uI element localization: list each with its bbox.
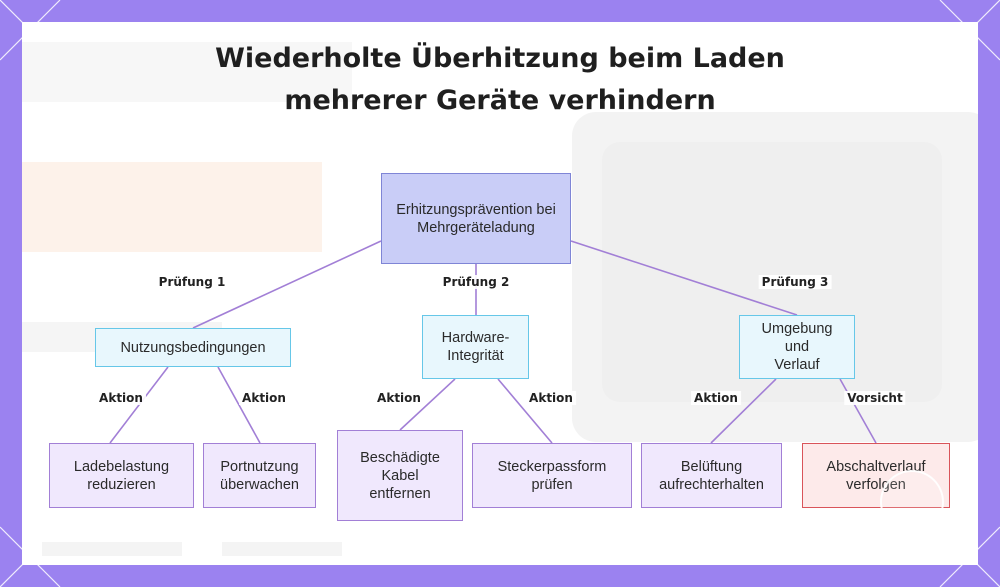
edge-environment-shutdown xyxy=(839,378,877,444)
edge-environment-airflow xyxy=(710,378,777,444)
edge-usage-load xyxy=(109,366,169,444)
ports-node: Portnutzung überwachen xyxy=(203,443,316,508)
edge-root-environment xyxy=(570,240,798,316)
hardware-node-label: Hardware-Integrität xyxy=(441,330,510,364)
edge-label-usage-ports: Aktion xyxy=(239,391,289,405)
diagram-title: Wiederholte Überhitzung beim Laden mehre… xyxy=(0,38,1000,122)
load-node: Ladebelastung reduzieren xyxy=(49,443,194,508)
edge-usage-ports xyxy=(217,366,261,444)
root-node-label: Erhitzungsprävention bei Mehrgeräteladun… xyxy=(396,201,556,236)
cables-node-label: Beschädigte Kabel entfernen xyxy=(360,449,440,502)
plugs-node: Steckerpassform prüfen xyxy=(472,443,632,508)
plugs-node-label: Steckerpassform prüfen xyxy=(497,458,607,493)
airflow-node: Belüftung aufrechterhalten xyxy=(641,443,782,508)
edge-root-usage xyxy=(192,240,382,329)
title-line-1: Wiederholte Überhitzung beim Laden xyxy=(215,43,785,74)
edge-hardware-cables xyxy=(399,378,456,431)
environment-node: Umgebung und Verlauf xyxy=(739,315,855,379)
environment-node-label: Umgebung und Verlauf xyxy=(761,321,833,373)
usage-node: Nutzungsbedingungen xyxy=(95,328,291,367)
edge-label-check-1: Prüfung 1 xyxy=(155,275,229,289)
load-node-label: Ladebelastung reduzieren xyxy=(73,458,170,493)
corner-badge-icon xyxy=(880,470,944,534)
ports-node-label: Portnutzung überwachen xyxy=(220,458,299,493)
usage-node-label: Nutzungsbedingungen xyxy=(120,339,266,356)
hardware-node: Hardware-Integrität xyxy=(422,315,529,379)
cables-node: Beschädigte Kabel entfernen xyxy=(337,430,463,521)
airflow-node-label: Belüftung aufrechterhalten xyxy=(659,458,764,493)
edge-label-hw-plugs: Aktion xyxy=(526,391,576,405)
edge-label-hw-cables: Aktion xyxy=(374,391,424,405)
edge-label-env-airflow: Aktion xyxy=(691,391,741,405)
title-line-2: mehrerer Geräte verhindern xyxy=(284,85,716,116)
edge-label-check-2: Prüfung 2 xyxy=(439,275,513,289)
root-node: Erhitzungsprävention bei Mehrgeräteladun… xyxy=(381,173,571,264)
edge-hardware-plugs xyxy=(497,378,553,444)
edge-label-env-shutdown: Vorsicht xyxy=(844,391,906,405)
edge-label-usage-load: Aktion xyxy=(96,391,146,405)
edge-label-check-3: Prüfung 3 xyxy=(758,275,832,289)
